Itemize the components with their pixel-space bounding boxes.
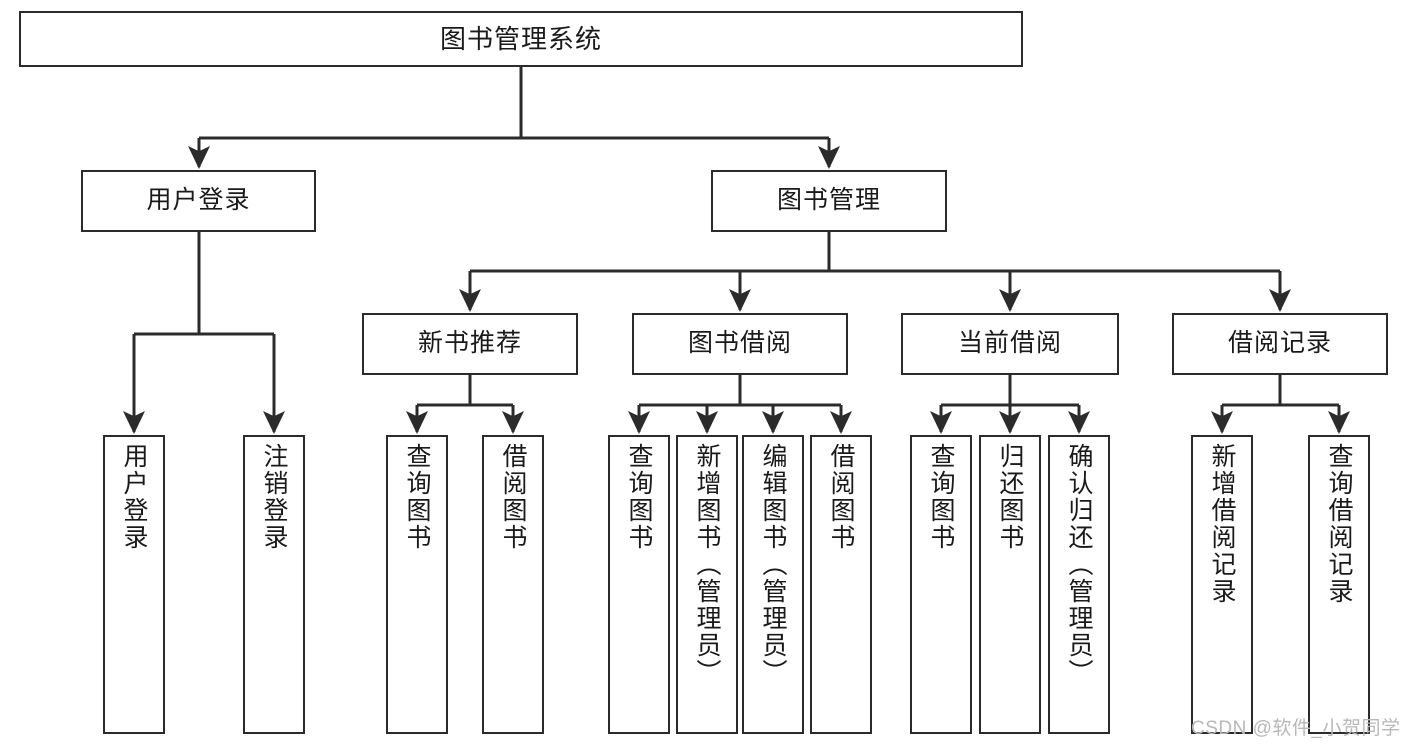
node-label: 图书管理	[776, 186, 881, 215]
leaf-user-logout[interactable]: 注销登录	[243, 435, 305, 734]
node-label: 图书借阅	[687, 329, 792, 358]
node-label: 图书管理系统	[439, 23, 602, 54]
node-label: 查询图书	[927, 443, 955, 551]
node-current-borrow[interactable]: 当前借阅	[901, 313, 1119, 375]
node-label: 注销登录	[260, 443, 288, 551]
node-label: 编辑图书（管理员）	[759, 443, 787, 686]
node-user-login[interactable]: 用户登录	[81, 170, 316, 232]
leaf-query-book-recommend[interactable]: 查询图书	[386, 435, 448, 734]
node-root-system[interactable]: 图书管理系统	[19, 11, 1023, 67]
leaf-borrow-book[interactable]: 借阅图书	[810, 435, 872, 734]
node-new-book-recommend[interactable]: 新书推荐	[362, 313, 578, 375]
node-label: 确认归还（管理员）	[1065, 443, 1093, 686]
node-label: 借阅图书	[827, 443, 855, 551]
node-label: 用户登录	[146, 186, 251, 215]
node-book-borrow[interactable]: 图书借阅	[632, 313, 848, 375]
node-label: 新增图书（管理员）	[693, 443, 721, 686]
node-label: 借阅图书	[499, 443, 527, 551]
leaf-query-book-borrow[interactable]: 查询图书	[608, 435, 670, 734]
node-borrow-record[interactable]: 借阅记录	[1172, 313, 1388, 375]
leaf-add-book[interactable]: 新增图书（管理员）	[676, 435, 738, 734]
leaf-return-book[interactable]: 归还图书	[979, 435, 1041, 734]
leaf-edit-book[interactable]: 编辑图书（管理员）	[742, 435, 804, 734]
node-label: 查询图书	[625, 443, 653, 551]
leaf-confirm-return[interactable]: 确认归还（管理员）	[1048, 435, 1110, 734]
node-label: 用户登录	[120, 443, 148, 551]
node-label: 新书推荐	[417, 329, 522, 358]
node-label: 查询借阅记录	[1325, 443, 1353, 605]
leaf-user-login[interactable]: 用户登录	[103, 435, 165, 734]
node-label: 借阅记录	[1227, 329, 1332, 358]
node-label: 新增借阅记录	[1208, 443, 1236, 605]
node-label: 当前借阅	[957, 329, 1062, 358]
leaf-query-book-current[interactable]: 查询图书	[910, 435, 972, 734]
leaf-borrow-book-recommend[interactable]: 借阅图书	[482, 435, 544, 734]
watermark: CSDN @软件_小贺同学	[1191, 718, 1401, 739]
node-label: 查询图书	[403, 443, 431, 551]
node-book-manage[interactable]: 图书管理	[711, 170, 947, 232]
node-label: 归还图书	[996, 443, 1024, 551]
leaf-query-borrow-record[interactable]: 查询借阅记录	[1308, 435, 1370, 734]
leaf-add-borrow-record[interactable]: 新增借阅记录	[1191, 435, 1253, 734]
